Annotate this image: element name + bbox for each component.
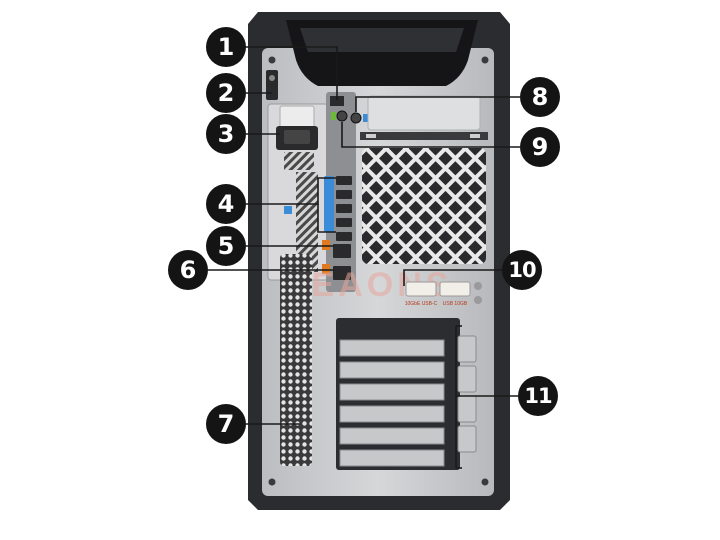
lower-vent — [280, 254, 312, 466]
port-badge-left: 10GbE USB-C — [405, 301, 438, 307]
callout-4: 4 — [206, 184, 246, 224]
callout-8: 8 — [520, 77, 560, 117]
callout-5: 5 — [206, 226, 246, 266]
upper-right-block — [360, 95, 488, 140]
port-badges: 10GbE USB-C USB 10GB — [405, 281, 482, 307]
port-badge-right: USB 10GB — [443, 301, 468, 307]
fan-grille — [362, 148, 486, 264]
security-lock-slot — [266, 70, 278, 100]
callout-6: 6 — [168, 250, 208, 290]
callout-2: 2 — [206, 73, 246, 113]
callout-3: 3 — [206, 114, 246, 154]
io-panel — [322, 92, 368, 292]
callout-11: 11 — [518, 376, 558, 416]
callout-9: 9 — [520, 127, 560, 167]
callout-7: 7 — [206, 404, 246, 444]
callout-10: 10 — [502, 250, 542, 290]
power-supply — [267, 103, 329, 281]
expansion-slots — [336, 318, 477, 470]
callout-1: 1 — [206, 27, 246, 67]
leader-lines — [208, 46, 520, 469]
